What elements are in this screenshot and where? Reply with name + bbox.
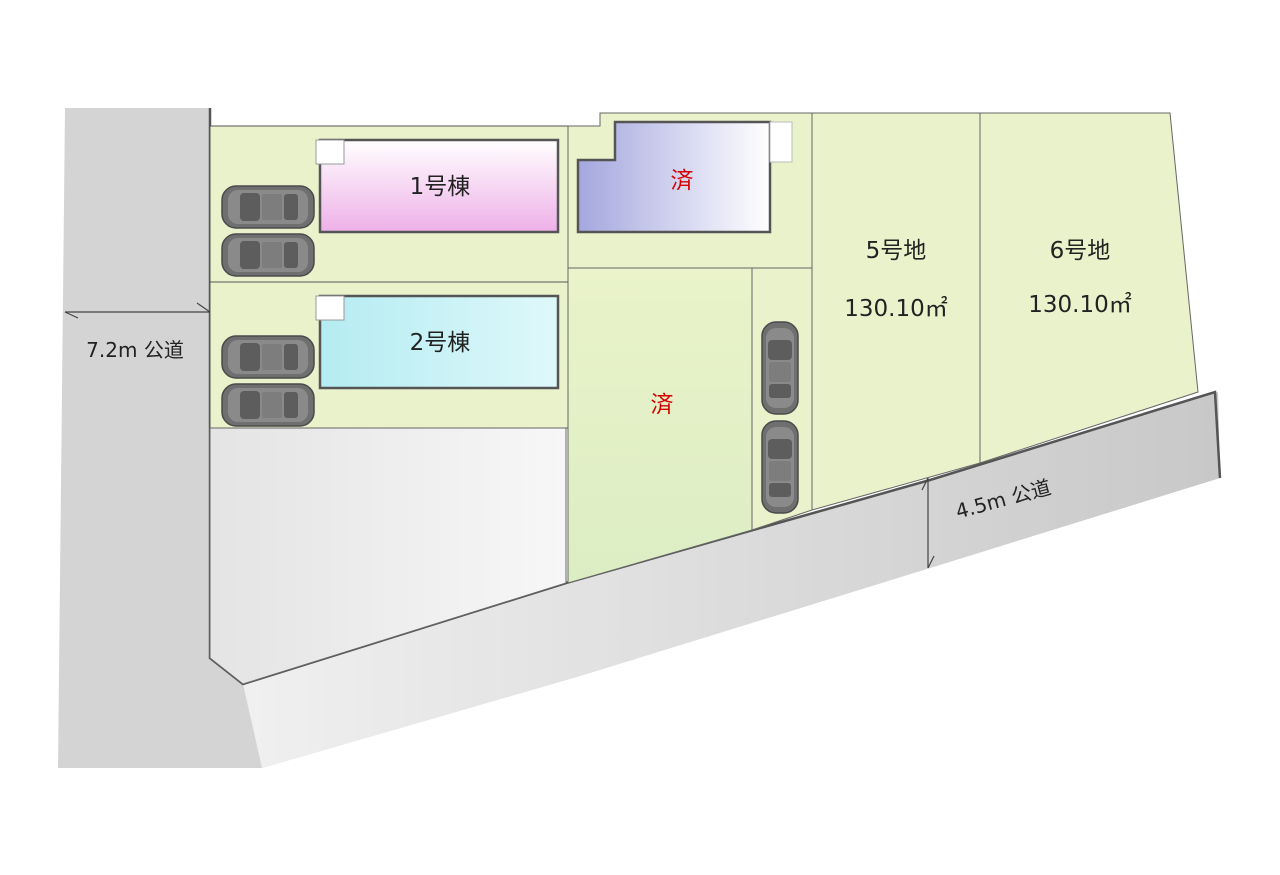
house2-porch [315, 295, 345, 321]
house1-porch [315, 139, 345, 165]
west-road-label: 7.2m 公道 [86, 338, 184, 362]
car-house2-a [221, 335, 315, 379]
car-strip-b [761, 420, 799, 514]
sold-lower-label: 済 [651, 392, 674, 418]
sold-upper-label: 済 [671, 168, 694, 194]
car-strip-a [761, 321, 799, 415]
house1-building [318, 138, 560, 234]
car-house1-a [221, 185, 315, 229]
sold-lower-lot [567, 267, 753, 584]
south-road [243, 392, 1220, 768]
house2-building [318, 294, 560, 390]
lot6 [979, 112, 1199, 464]
car-house2-b [221, 383, 315, 427]
grey-lot [209, 427, 567, 685]
house2-label: 2号棟 [410, 330, 471, 356]
lot6-label: 6号地 [1050, 238, 1111, 264]
lot5-label: 5号地 [866, 238, 927, 264]
west-road-dim-tick-l [64, 311, 79, 319]
west-road-dim-tick-r [196, 302, 211, 313]
south-road-dim-tick-b [927, 555, 935, 569]
sold-building-porch [769, 121, 793, 163]
south-road-dim-tick-t [921, 477, 929, 491]
car-house1-b [221, 233, 315, 277]
lot5-area: 130.10㎡ [844, 296, 947, 322]
lot6-area: 130.10㎡ [1028, 292, 1131, 318]
house1-label: 1号棟 [410, 174, 471, 200]
